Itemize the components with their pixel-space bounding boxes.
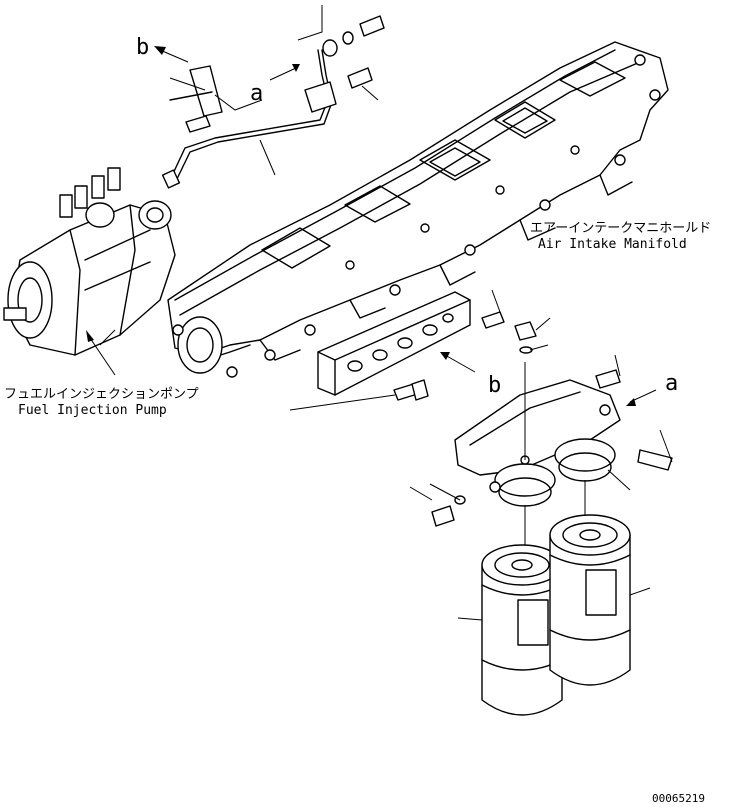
reference-arrow-b-upper: b [136, 35, 189, 63]
ref-a-label: a [250, 81, 263, 106]
pump-leader-arrow [86, 330, 116, 376]
manifold-label-en: Air Intake Manifold [538, 237, 687, 252]
pipe-assembly [161, 49, 337, 189]
pump-label-jp: フュエルインジェクションポンプ [4, 387, 199, 402]
ref-a-lower-label: a [665, 371, 678, 396]
spacer-plate [317, 291, 471, 396]
filter-cartridge-right [549, 514, 651, 686]
ref-b-label: b [136, 35, 149, 60]
reference-arrow-a-lower: a [626, 371, 678, 406]
ref-b-lower-label: b [488, 373, 501, 398]
bracket-bolt [185, 115, 211, 133]
filter-cartridge-left [457, 544, 563, 716]
banjo-bolt-washers [297, 5, 385, 101]
plate-bolt [289, 379, 429, 411]
pump-label-en: Fuel Injection Pump [18, 403, 167, 418]
reference-arrow-b-lower: b [440, 352, 501, 398]
air-intake-manifold [167, 41, 669, 378]
fuel-injection-pump [3, 167, 176, 356]
leader-line [169, 77, 206, 91]
drawing-number: 00065219 [652, 792, 705, 805]
filter-head [454, 362, 621, 507]
manifold-label-jp: エアーインテークマニホールド [530, 221, 711, 236]
reference-arrow-a-upper: a [250, 64, 300, 106]
filter-head-bolts [409, 289, 673, 527]
